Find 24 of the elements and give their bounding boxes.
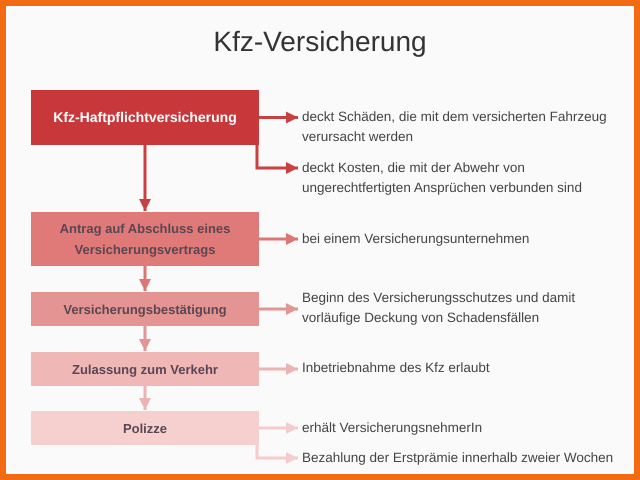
note-text: Beginn des Versicherungsschutzes und damit vorläufige Deckung von Schadensfällen <box>302 288 634 328</box>
arrow <box>259 233 298 245</box>
step-box: Antrag auf Abschluss eines Versicherungsvertrags <box>31 212 259 266</box>
note-text: Bezahlung der Erstprämie innerhalb zweier Wochen <box>302 448 634 468</box>
arrow <box>139 326 151 351</box>
arrow <box>139 145 151 211</box>
step-box: Zulassung zum Verkehr <box>31 352 259 386</box>
note-text: Inbetriebnahme des Kfz erlaubt <box>302 358 634 378</box>
note-text: deckt Kosten, die mit der Abwehr von ungerechtfertigten Ansprüchen verbunden sind <box>302 158 634 198</box>
arrow <box>256 445 298 464</box>
note-text: erhält VersicherungsnehmerIn <box>302 418 634 438</box>
note-text: deckt Schäden, die mit dem versicherten Fahrzeug verursacht werden <box>302 107 634 147</box>
arrow <box>139 386 151 410</box>
step-box: Versicherungsbestätigung <box>31 292 259 326</box>
arrow <box>139 266 151 291</box>
diagram-title: Kfz-Versicherung <box>213 26 427 58</box>
arrow <box>259 303 298 315</box>
note-text: bei einem Versicherungsunternehmen <box>302 229 634 249</box>
arrow <box>256 145 298 174</box>
arrow <box>259 112 298 124</box>
arrow <box>259 422 298 434</box>
arrow <box>259 363 298 375</box>
step-box: Kfz-Haftpflichtversicherung <box>31 90 259 145</box>
step-box: Polizze <box>31 411 259 445</box>
